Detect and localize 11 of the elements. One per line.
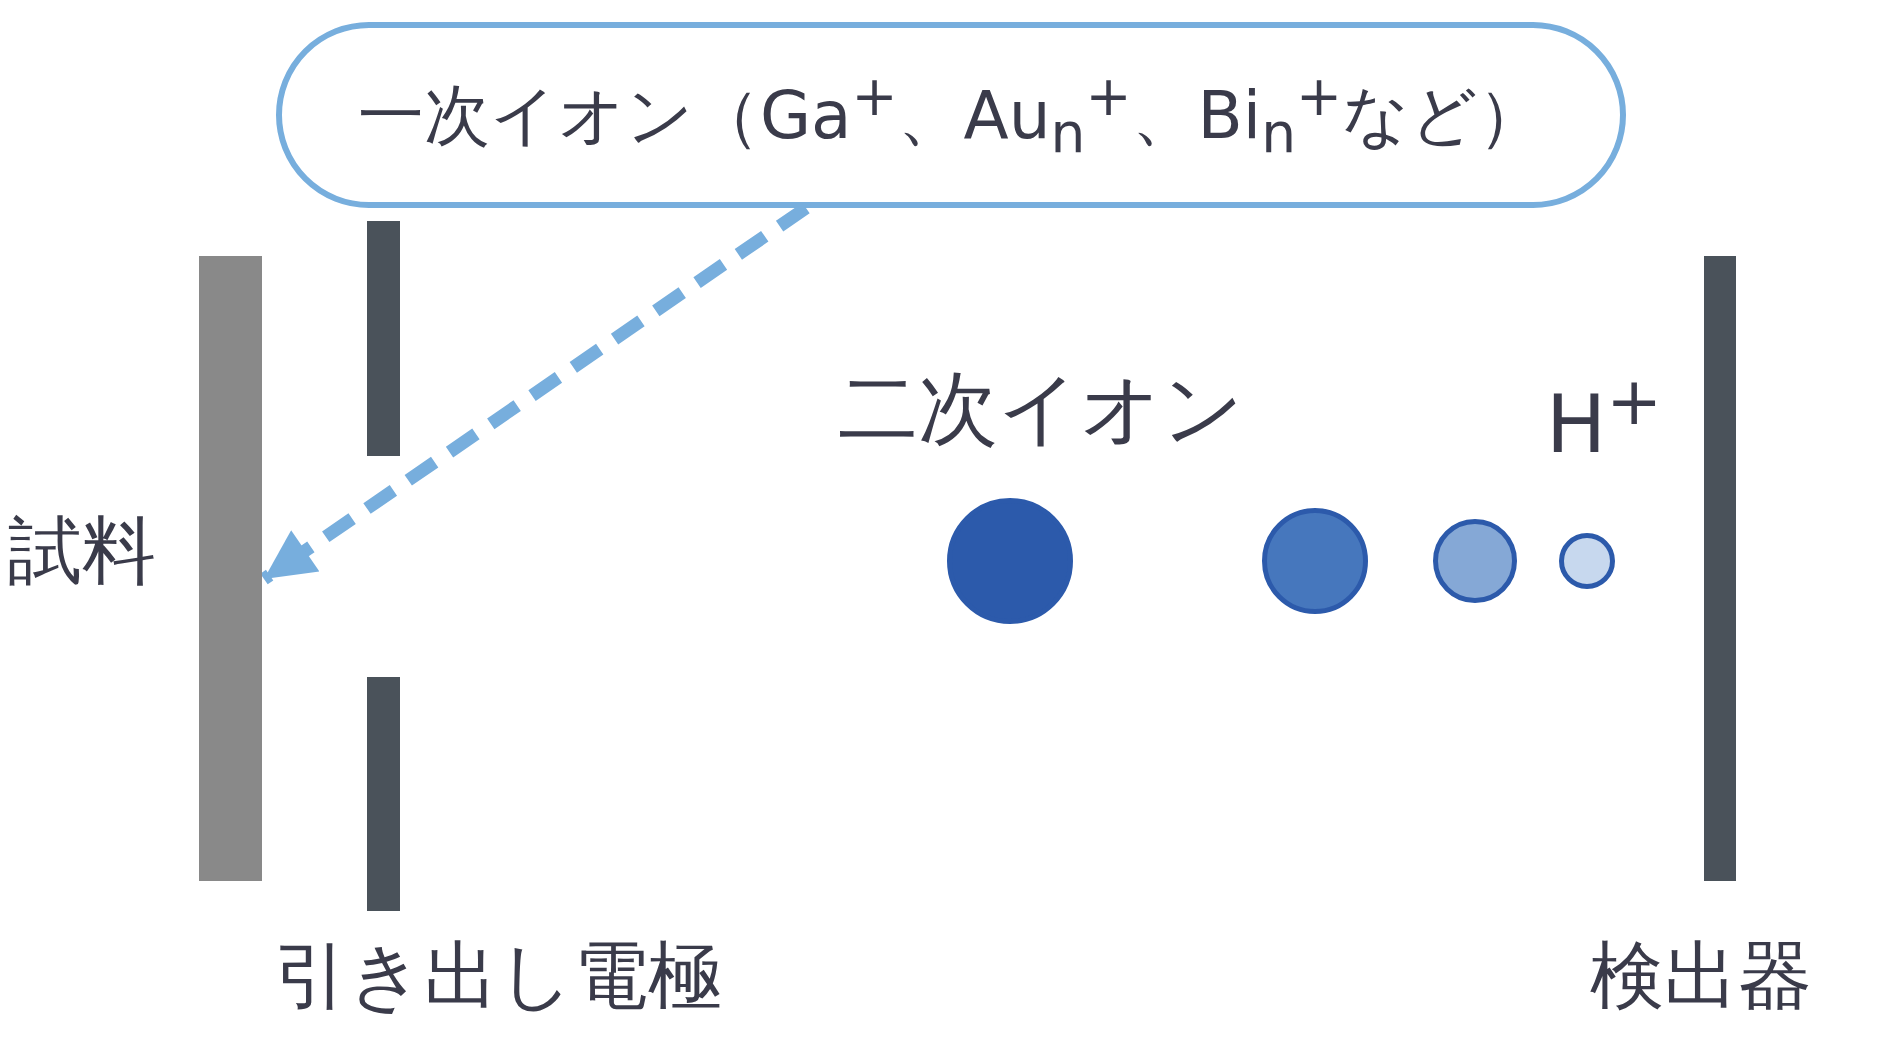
hydrogen-ion-label: H$^{+}$ <box>1546 365 1662 469</box>
secondary-ion-label: 二次イオン <box>838 365 1244 453</box>
electrode-plate <box>367 677 400 911</box>
ion-circle <box>1559 533 1615 589</box>
detector-label: 検出器 <box>1590 935 1812 1017</box>
detector-plate <box>1704 256 1736 881</box>
primary-ion-label: 一次イオン（Ga$^{+}$、Au$_{n}$$^{+}$、Bi$_{n}$$^{+}$など） <box>357 64 1545 166</box>
sample-bar <box>199 256 262 881</box>
sample-label: 試料 <box>8 510 156 592</box>
electrode-label: 引き出し電極 <box>274 935 722 1017</box>
electrode-plate <box>367 221 400 456</box>
